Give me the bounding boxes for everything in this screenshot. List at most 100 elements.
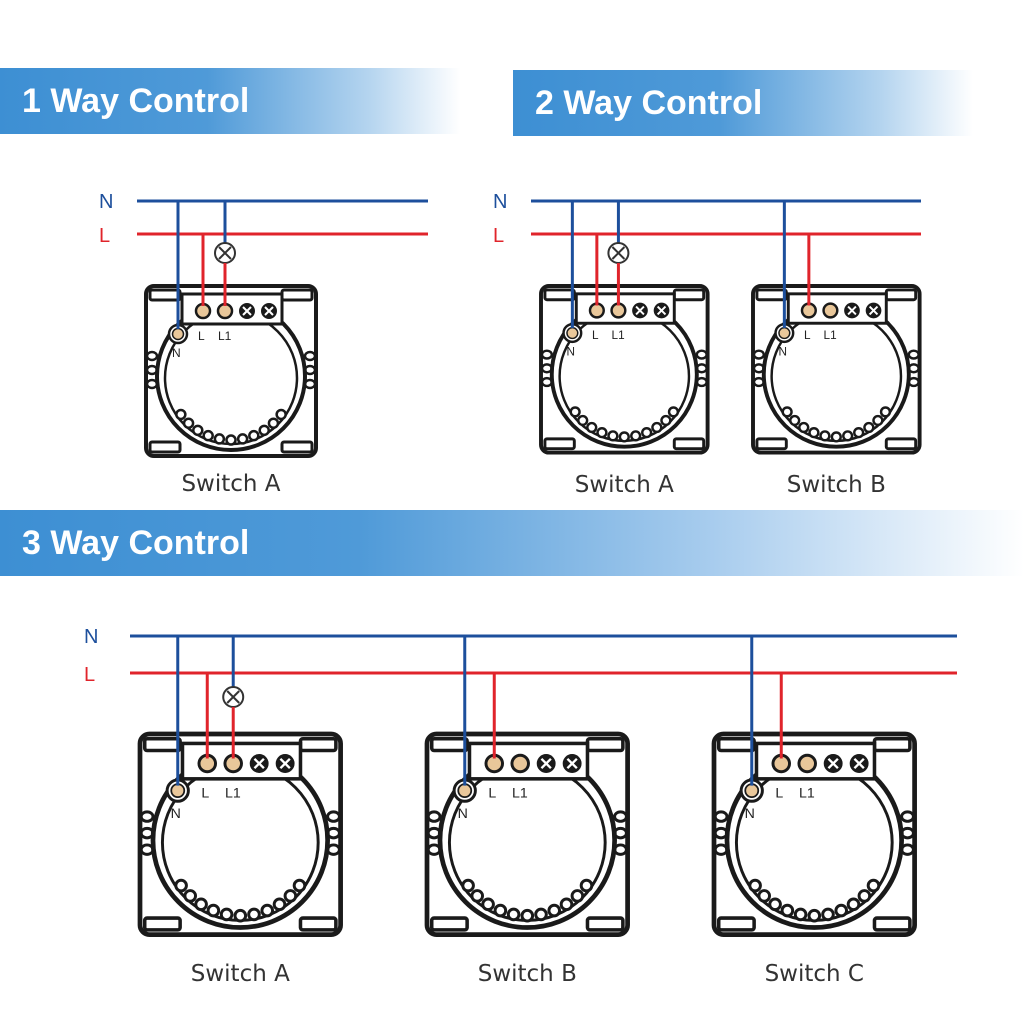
side-bump	[752, 349, 766, 360]
corner-clip	[884, 437, 918, 451]
vent-dot	[481, 897, 495, 912]
vent-dot	[233, 908, 248, 923]
vent-dot	[470, 889, 485, 903]
terminal-label-l: L	[198, 329, 205, 343]
vent-dot	[283, 889, 298, 903]
lamp-cross	[226, 690, 240, 704]
terminal-label-l1: L1	[824, 329, 837, 342]
corner-clip	[872, 916, 912, 932]
screw-slot	[868, 305, 879, 316]
wire-label-l: L	[493, 225, 504, 247]
corner-clip	[543, 288, 576, 302]
terminal-label-l: L	[592, 329, 599, 342]
vent-dot	[789, 414, 801, 427]
terminal-label-n: N	[566, 346, 575, 359]
screw-slot	[853, 757, 865, 770]
screw-slot	[566, 757, 578, 770]
screw-slot	[279, 757, 291, 770]
vent-dot	[780, 903, 795, 918]
side-bump	[303, 378, 317, 390]
terminal-screw-l	[588, 302, 605, 319]
corner-clip	[148, 440, 182, 454]
side-bump	[900, 810, 915, 823]
vent-dot	[834, 903, 849, 918]
vent-dot	[798, 421, 810, 434]
side-bump	[426, 843, 442, 856]
terminal-label-n: N	[778, 346, 787, 359]
switch-label: Switch B	[787, 472, 886, 498]
terminal-screw-l1	[510, 753, 530, 774]
terminal-screw-l1	[797, 753, 817, 774]
vent-dot	[175, 408, 187, 421]
vent-dot	[768, 897, 782, 912]
vent-dot	[842, 430, 854, 442]
side-bump	[613, 826, 628, 840]
vent-dot	[192, 424, 204, 437]
vent-dot	[863, 421, 875, 434]
vent-dot	[183, 889, 198, 903]
vent-dot	[236, 433, 249, 445]
side-bump	[752, 376, 766, 388]
side-bump	[326, 810, 341, 823]
vent-dot	[879, 406, 892, 418]
side-bump	[900, 826, 915, 840]
switch-module: N L L1	[424, 731, 630, 937]
side-bump	[613, 843, 628, 856]
terminal-screw-n	[457, 783, 473, 799]
wire-label-n: N	[99, 191, 113, 213]
switch-label: Switch C	[765, 961, 864, 987]
lamp-cross	[218, 246, 232, 260]
terminal-label-n: N	[458, 806, 468, 822]
vent-dot	[569, 406, 581, 418]
terminal-screw-n	[171, 327, 185, 341]
section-title: 3 Way Control	[22, 523, 250, 562]
terminal-label-n: N	[745, 806, 755, 822]
vent-dot	[757, 889, 772, 903]
side-bump	[540, 363, 554, 374]
wire-label-n: N	[493, 191, 507, 213]
vent-dot	[174, 878, 188, 893]
screw-slot	[253, 757, 265, 770]
side-bump	[695, 349, 708, 360]
terminal-label-l: L	[488, 786, 496, 802]
terminal-label-l: L	[804, 329, 811, 342]
side-bump	[303, 350, 317, 362]
vent-dot	[260, 903, 275, 918]
vent-dot	[570, 889, 585, 903]
vent-dot	[579, 878, 594, 893]
vent-dot	[182, 417, 195, 429]
switch-label: Switch A	[181, 471, 280, 497]
side-bump	[540, 349, 554, 360]
vent-dot	[819, 430, 831, 442]
side-bump	[145, 378, 159, 390]
vent-dot	[461, 878, 475, 893]
terminal-screw-n	[566, 326, 579, 340]
terminal-screw-n	[170, 783, 186, 799]
terminal-label-l: L	[775, 786, 783, 802]
side-bump	[326, 826, 341, 840]
vent-dot	[607, 430, 619, 442]
vent-dot	[248, 429, 260, 442]
side-bump	[752, 363, 766, 374]
terminal-screw-n	[744, 783, 760, 799]
side-bump	[139, 810, 155, 823]
screw-slot	[827, 757, 839, 770]
side-bump	[426, 810, 442, 823]
vent-dot	[577, 414, 589, 427]
vent-dot	[866, 878, 881, 893]
terminal-label-l1: L1	[512, 786, 528, 802]
vent-dot	[853, 427, 865, 439]
vent-dot	[857, 889, 872, 903]
side-bump	[139, 843, 155, 856]
vent-dot	[846, 897, 861, 912]
side-bump	[303, 364, 317, 376]
vent-dot	[793, 907, 808, 922]
vent-dot	[225, 434, 237, 446]
terminal-label-l: L	[201, 786, 209, 802]
corner-clip	[142, 916, 182, 932]
corner-clip	[755, 288, 788, 302]
side-bump	[713, 843, 729, 856]
